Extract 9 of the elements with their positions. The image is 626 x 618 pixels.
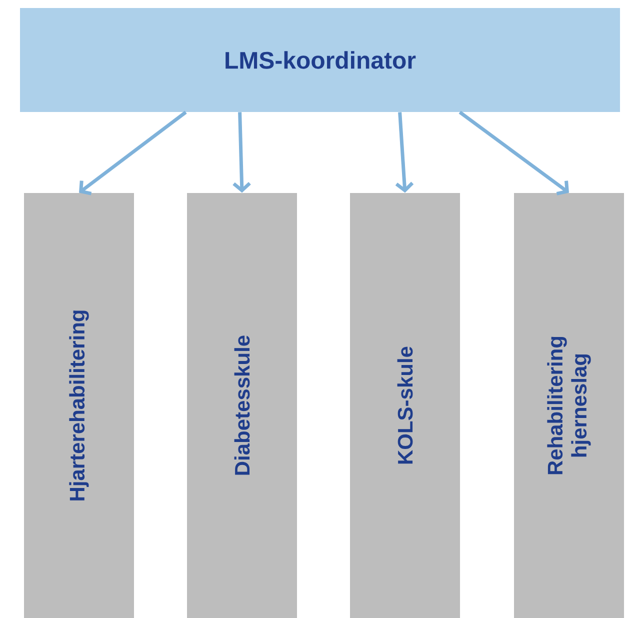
arrow (395, 112, 414, 193)
arrow (458, 110, 570, 196)
program-box: Hjarterehabilitering (24, 193, 134, 618)
arrow (79, 110, 187, 196)
coordinator-box: LMS-koordinator (20, 8, 620, 112)
program-box: Rehabilitering hjerneslag (514, 193, 624, 618)
program-box: KOLS-skule (350, 193, 460, 618)
program-box: Diabetesskule (187, 193, 297, 618)
arrow (232, 112, 251, 193)
